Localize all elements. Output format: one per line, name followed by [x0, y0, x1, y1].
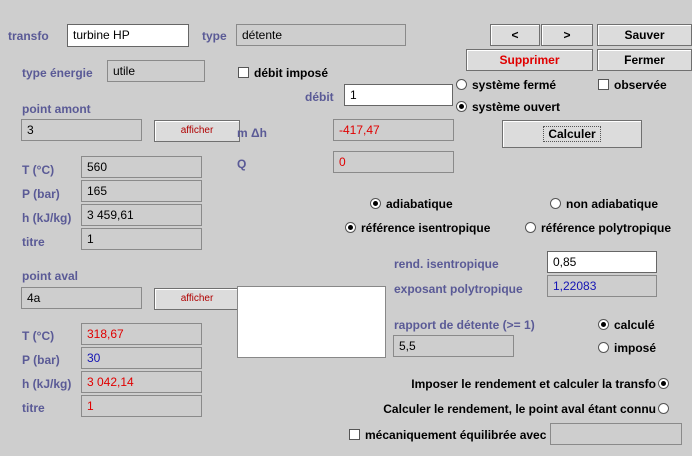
afficher-amont-button[interactable]: afficher [154, 120, 240, 142]
systeme-ferme-radio[interactable] [456, 79, 467, 90]
calcule-radio[interactable] [598, 319, 609, 330]
imposer-rendement-radio[interactable] [658, 378, 669, 389]
systeme-ferme-label: système fermé [472, 78, 557, 92]
observee-label: observée [614, 78, 667, 92]
ref-polytropique-label: référence polytropique [541, 221, 672, 235]
non-adiabatique-radio[interactable] [550, 198, 561, 209]
aval-h-label: h (kJ/kg) [22, 377, 72, 391]
delete-button[interactable]: Supprimer [466, 49, 593, 71]
imposer-rendement-label: Imposer le rendement et calculer la tran… [411, 377, 656, 391]
debit-input[interactable]: 1 [344, 84, 453, 106]
aval-t-field: 318,67 [81, 323, 202, 345]
transfo-label: transfo [8, 29, 49, 43]
save-button[interactable]: Sauver [597, 24, 692, 46]
mecaniquement-equilibree-checkbox[interactable] [349, 429, 360, 440]
systeme-ouvert-label: système ouvert [472, 100, 561, 114]
amont-titre-label: titre [22, 235, 45, 249]
aval-p-label: P (bar) [22, 353, 60, 367]
calculer-button-label: Calculer [543, 126, 601, 142]
rend-isentropique-input[interactable]: 0,85 [547, 251, 657, 273]
systeme-ouvert-radio[interactable] [456, 101, 467, 112]
non-adiabatique-label: non adiabatique [566, 197, 659, 211]
amont-t-field: 560 [81, 156, 202, 178]
next-button[interactable]: > [541, 24, 593, 46]
point-aval-title: point aval [22, 269, 79, 283]
amont-p-label: P (bar) [22, 187, 60, 201]
amont-h-field: 3 459,61 [81, 204, 202, 226]
type-energie-field: utile [107, 60, 205, 82]
amont-p-field: 165 [81, 180, 202, 202]
rapport-detente-field: 5,5 [393, 335, 514, 357]
exposant-polytropique-label: exposant polytropique [394, 282, 523, 296]
afficher-aval-button[interactable]: afficher [154, 288, 240, 310]
calculer-rendement-radio[interactable] [658, 403, 669, 414]
point-amont-name-field: 3 [21, 119, 142, 141]
amont-titre-field: 1 [81, 228, 202, 250]
calculer-button[interactable]: Calculer [502, 120, 642, 148]
point-aval-name-field: 4a [21, 287, 142, 309]
ref-isentropique-label: référence isentropique [361, 221, 491, 235]
rend-isentropique-label: rend. isentropique [394, 257, 499, 271]
impose-label: imposé [614, 341, 657, 355]
debit-impose-label: débit imposé [254, 66, 329, 80]
aval-titre-label: titre [22, 401, 45, 415]
mecaniquement-equilibree-label: mécaniquement équilibrée avec [365, 428, 547, 442]
aval-t-label: T (°C) [22, 329, 55, 343]
transfo-name-input[interactable]: turbine HP [67, 24, 189, 47]
point-amont-title: point amont [22, 102, 91, 116]
mdh-field: -417,47 [333, 119, 454, 141]
aval-p-field: 30 [81, 347, 202, 369]
mecaniquement-equilibree-field [550, 423, 682, 445]
type-energie-label: type énergie [22, 66, 93, 80]
q-field: 0 [333, 151, 454, 173]
debit-impose-checkbox[interactable] [238, 67, 249, 78]
notes-textarea[interactable] [237, 286, 386, 358]
ref-polytropique-radio[interactable] [525, 222, 536, 233]
q-label: Q [237, 157, 247, 171]
adiabatique-radio[interactable] [370, 198, 381, 209]
previous-button[interactable]: < [490, 24, 540, 46]
rapport-detente-label: rapport de détente (>= 1) [394, 318, 535, 332]
close-button[interactable]: Fermer [597, 49, 692, 71]
adiabatique-label: adiabatique [386, 197, 453, 211]
ref-isentropique-radio[interactable] [345, 222, 356, 233]
type-field: détente [236, 24, 406, 46]
aval-titre-field: 1 [81, 395, 202, 417]
type-label: type [202, 29, 227, 43]
observee-checkbox[interactable] [598, 79, 609, 90]
mdh-label: m Δh [237, 126, 267, 140]
exposant-polytropique-field: 1,22083 [547, 275, 657, 297]
aval-h-field: 3 042,14 [81, 371, 202, 393]
calcule-label: calculé [614, 318, 655, 332]
debit-label: débit [305, 90, 334, 104]
impose-radio[interactable] [598, 342, 609, 353]
amont-t-label: T (°C) [22, 163, 55, 177]
calculer-rendement-label: Calculer le rendement, le point aval éta… [383, 402, 656, 416]
amont-h-label: h (kJ/kg) [22, 211, 72, 225]
